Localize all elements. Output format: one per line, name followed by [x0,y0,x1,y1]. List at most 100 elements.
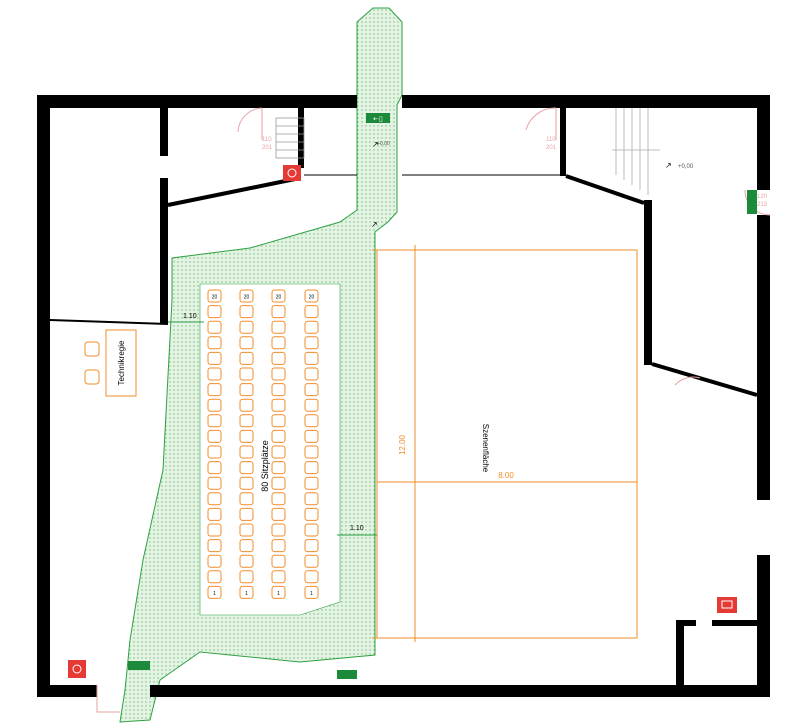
seat [304,383,319,397]
seat [207,445,222,459]
corridor-level: +0,00 [377,141,390,147]
seat [239,351,254,365]
seat [239,383,254,397]
seat [207,320,222,334]
seat [271,320,286,334]
svg-text:↗: ↗ [372,140,379,149]
seat [207,289,222,303]
seat [239,398,254,412]
seat [304,507,319,521]
seat [304,554,319,568]
stair-left [275,117,305,159]
seat [239,539,254,553]
seat [271,539,286,553]
stage-width-dim: 8.00 [498,471,514,480]
seat-number-label: 1 [310,591,313,597]
thin-walls [49,174,758,397]
seat [271,305,286,319]
seat-number-label: 1 [245,591,248,597]
seat [239,414,254,428]
fire-extinguisher-icon [68,660,86,678]
seat [207,383,222,397]
emergency-exit-sign-icon [747,190,757,214]
seat-number-label: 20 [212,295,218,301]
seating-label: 80 Sitzplätze [260,440,270,492]
seat [239,523,254,537]
corridor-markers: ↗ ↗ ↗ [371,140,672,229]
seat [271,445,286,459]
seat [239,445,254,459]
svg-text:213: 213 [757,202,768,208]
svg-text:120: 120 [757,194,768,200]
seat [271,523,286,537]
stage-label: Szenenfläche [481,424,490,473]
emergency-exit-sign-icon: ⇠▯ [366,113,390,123]
seat [239,429,254,443]
seat [304,476,319,490]
seat [239,320,254,334]
seat [271,351,286,365]
seat [271,414,286,428]
seat [271,554,286,568]
seat [271,570,286,584]
seat [304,320,319,334]
seat [207,492,222,506]
door-labels: 110 201 110 201 120 213 [262,137,768,208]
seat [304,305,319,319]
seat [239,461,254,475]
seat [271,461,286,475]
emergency-exit-sign-icon [128,661,150,670]
seat [271,492,286,506]
seat [207,414,222,428]
svg-text:201: 201 [262,145,273,151]
seat-number-label: 1 [277,591,280,597]
level-mark: +0,00 [678,164,694,170]
seat [207,305,222,319]
seat-number-label: 20 [309,295,315,301]
seat [207,351,222,365]
seat [271,585,286,599]
aisle-dimensions [168,321,377,536]
seat [239,367,254,381]
seat [239,492,254,506]
seat [304,461,319,475]
seat [304,445,319,459]
seat [271,476,286,490]
seat [207,398,222,412]
aisle-right-dim: 1.10 [350,525,364,532]
walls [37,95,770,697]
svg-text:↗: ↗ [371,220,378,229]
seat [207,461,222,475]
seat-number-label: 20 [244,295,250,301]
seat [304,492,319,506]
seat [207,523,222,537]
seat [207,507,222,521]
seat [271,429,286,443]
seat [271,367,286,381]
seat [239,554,254,568]
seat [207,336,222,350]
stair-right [612,108,660,195]
seat [271,289,286,303]
seat [207,429,222,443]
emergency-exit-sign-icon [337,670,357,679]
seat [207,539,222,553]
svg-text:110: 110 [546,137,556,143]
seat [304,336,319,350]
fire-extinguisher-icon [283,165,301,181]
seat [239,507,254,521]
seat [304,570,319,584]
seat [239,585,254,599]
seat [304,351,319,365]
seat [239,305,254,319]
seat [271,336,286,350]
seat [304,414,319,428]
seat-number-label: 20 [276,295,282,301]
technikregie-desk [84,329,137,397]
seat [304,585,319,599]
seat [304,523,319,537]
seat [271,383,286,397]
seat [271,398,286,412]
